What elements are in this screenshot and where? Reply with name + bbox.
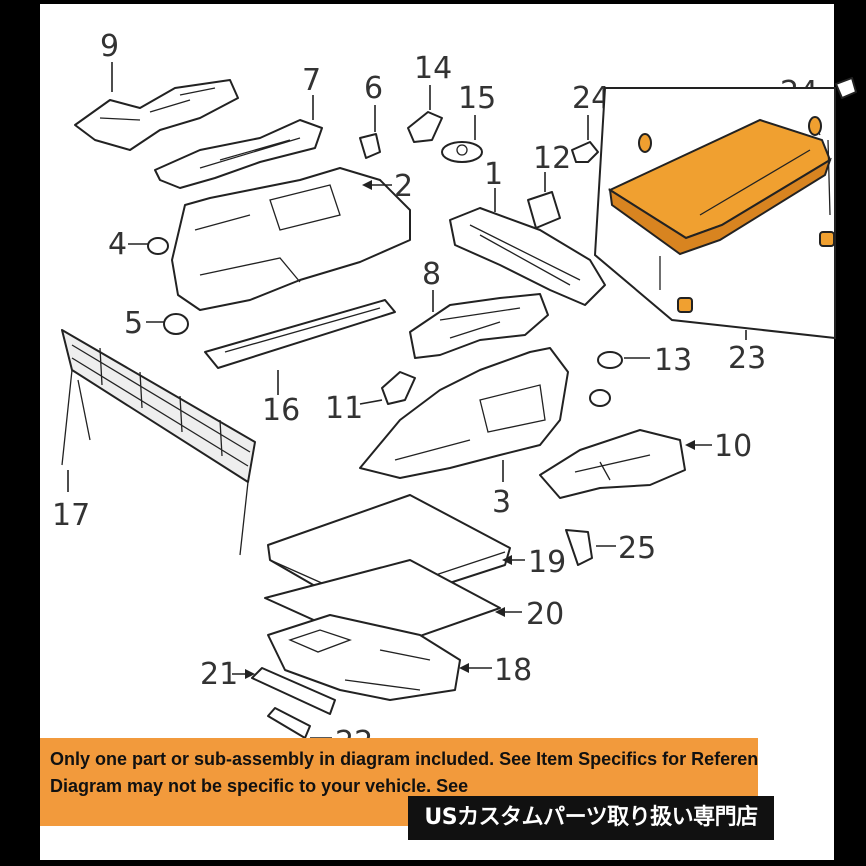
part-6: 6 xyxy=(359,71,383,159)
part-1: 1 xyxy=(449,157,606,306)
callout-16: 16 xyxy=(262,393,300,428)
callout-20: 20 xyxy=(526,597,564,632)
callout-5: 5 xyxy=(124,306,143,341)
part-11: 11 xyxy=(325,371,416,426)
callout-13: 13 xyxy=(654,343,692,378)
callout-3: 3 xyxy=(492,485,511,520)
part-23-inset: 23 xyxy=(593,87,836,376)
part-17: 17 xyxy=(52,329,256,556)
part-14: 14 xyxy=(407,51,452,143)
callout-23: 23 xyxy=(728,341,766,376)
callout-14: 14 xyxy=(414,51,452,86)
part-3: 3 xyxy=(359,347,569,520)
part-13: 13 xyxy=(589,343,692,407)
part-9: 9 xyxy=(74,29,239,151)
part-5: 5 xyxy=(124,306,189,341)
callout-19: 19 xyxy=(528,545,566,580)
notice-line-1: Only one part or sub-assembly in diagram… xyxy=(50,749,758,769)
part-15: 15 xyxy=(441,81,496,163)
part-25: 25 xyxy=(565,529,656,566)
part-8: 8 xyxy=(409,257,549,359)
part-2: 2 xyxy=(171,167,413,311)
callout-7: 7 xyxy=(302,63,321,98)
callout-8: 8 xyxy=(422,257,441,292)
shop-banner: USカスタムパーツ取り扱い専門店 xyxy=(408,796,774,840)
part-10: 10 xyxy=(539,429,752,499)
callout-1: 1 xyxy=(484,157,503,192)
callout-25: 25 xyxy=(618,531,656,566)
callout-4: 4 xyxy=(108,227,127,262)
part-18: 18 xyxy=(267,614,532,701)
callout-15: 15 xyxy=(458,81,496,116)
callout-6: 6 xyxy=(364,71,383,106)
notice-line-2: Diagram may not be specific to your vehi… xyxy=(50,776,469,796)
callout-11: 11 xyxy=(325,391,363,426)
callout-10: 10 xyxy=(714,429,752,464)
part-16: 16 xyxy=(204,299,396,428)
part-4: 4 xyxy=(108,227,169,262)
callout-17: 17 xyxy=(52,498,90,533)
callout-21: 21 xyxy=(200,657,238,692)
part-7: 7 xyxy=(154,63,323,189)
callout-2: 2 xyxy=(394,169,413,204)
part-21: 21 xyxy=(200,657,336,715)
callout-9: 9 xyxy=(100,29,119,64)
callout-12: 12 xyxy=(533,141,571,176)
highlighted-cover-edge xyxy=(608,157,832,256)
part-12: 12 xyxy=(527,141,571,229)
callout-18: 18 xyxy=(494,653,532,688)
